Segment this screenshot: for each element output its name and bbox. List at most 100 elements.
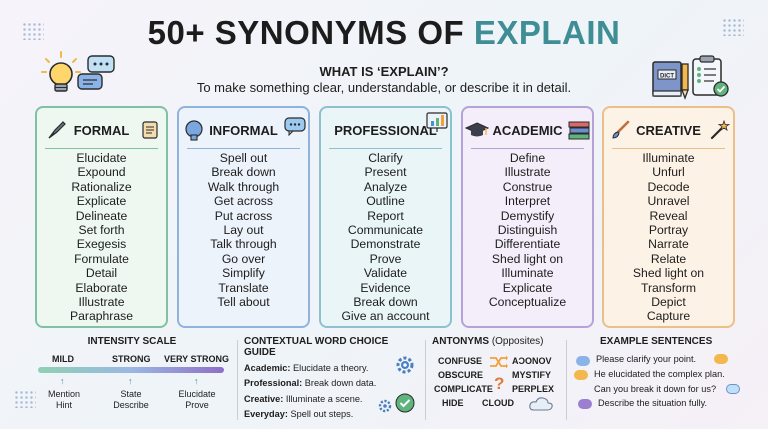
list-item: Break down <box>353 295 418 310</box>
list-item: Clarify <box>368 151 403 165</box>
guide-text: Illuminate a scene. <box>283 393 363 404</box>
arrow-up-icon: ↑ <box>194 376 199 386</box>
speech-bubble-icon <box>726 384 740 394</box>
category-title: FORMAL <box>73 123 130 138</box>
guide-row: Creative: Illuminate a scene. <box>244 392 419 407</box>
guide-label: Professional: <box>244 378 303 389</box>
pencil-icon <box>678 62 692 105</box>
list-item: Talk through <box>210 237 277 252</box>
books-icon <box>567 119 590 141</box>
speech-bubble-icon <box>574 370 588 380</box>
category-card-professional: PROFESSIONAL Clarify Present Analyze Out… <box>319 106 452 328</box>
guide-row: Academic: Elucidate a theory. <box>244 361 419 376</box>
list-item: Interpret <box>504 194 551 209</box>
list-item: Lay out <box>223 223 264 238</box>
list-item: Unravel <box>647 194 690 209</box>
title-main: 50+ SYNONYMS OF <box>147 14 474 51</box>
card-divider <box>612 148 725 149</box>
list-item: Put across <box>214 208 273 223</box>
list-item: Illustrate <box>504 165 551 180</box>
list-item: Spell out <box>219 151 268 165</box>
divider <box>425 340 426 420</box>
antonym-word: COMPLICATE <box>434 384 493 394</box>
list-item: Conceptualize <box>488 295 567 310</box>
example-word: Describe <box>113 399 149 410</box>
category-title: INFORMAL <box>209 123 278 138</box>
chart-board-icon <box>425 111 448 133</box>
lightbulb-icon <box>40 50 82 103</box>
list-item: Depict <box>651 295 686 310</box>
antonym-word: CLOUD <box>482 398 514 408</box>
category-title: PROFESSIONAL <box>334 123 437 138</box>
example-word: Prove <box>185 399 209 410</box>
list-item: Validate <box>363 266 408 281</box>
card-divider <box>471 148 584 149</box>
guide-row: Professional: Break down data. <box>244 376 419 391</box>
cloud-icon <box>528 396 554 417</box>
antonyms-title: ANTONYMS <box>432 336 490 347</box>
word-list: Elucidate Expound Rationalize Explicate … <box>37 151 166 324</box>
list-item: Rationalize <box>71 179 132 194</box>
list-item: Illustrate <box>78 295 125 310</box>
list-item: Illuminate <box>642 151 695 165</box>
list-item: Give an account <box>341 309 430 324</box>
intensity-gradient-bar <box>38 367 224 373</box>
list-item: Tell about <box>217 295 270 310</box>
antonym-word: MYSTIFY <box>512 370 552 380</box>
sentences-title: EXAMPLE SENTENCES <box>600 336 713 347</box>
guide-text: Elucidate a theory. <box>290 363 369 373</box>
category-card-creative: CREATIVE Illuminate Unfurl Decode Unrave… <box>602 106 735 328</box>
guide-label: Academic: <box>244 363 291 373</box>
decorative-dots <box>722 18 744 36</box>
list-item: Define <box>509 151 546 165</box>
list-item: Paraphrase <box>69 309 133 324</box>
list-item: Illuminate <box>501 266 554 281</box>
list-item: Unfurl <box>652 165 685 180</box>
word-list: Spell out Break down Walk through Get ac… <box>179 151 308 309</box>
title-accent: EXPLAIN <box>473 14 621 51</box>
list-item: Formulate <box>74 251 129 266</box>
guide-text: Break down data. <box>302 378 377 389</box>
arrow-up-icon: ↑ <box>128 376 133 386</box>
list-item: Portray <box>648 223 689 238</box>
list-item: Prove <box>369 251 402 266</box>
intensity-example: State Describe <box>101 389 161 410</box>
card-divider <box>187 148 300 149</box>
word-list: Clarify Present Analyze Outline Report C… <box>321 151 450 324</box>
antonyms-heading: ANTONYMS (Opposites) <box>432 336 560 347</box>
list-item: Construe <box>502 179 553 194</box>
list-item: Differentiate <box>494 237 561 252</box>
definition-text: To make something clear, understandable,… <box>196 80 572 95</box>
guide-label: Everyday: <box>244 409 288 420</box>
checkmark-icon <box>394 392 416 419</box>
intensity-title: INTENSITY SCALE <box>87 336 177 347</box>
guide-label: Creative: <box>244 393 284 404</box>
word-list: Illuminate Unfurl Decode Unravel Reveal … <box>604 151 733 324</box>
antonym-word: PERPLEX <box>512 384 555 394</box>
dictionary-book-icon: DICT <box>650 58 684 103</box>
card-divider <box>45 148 158 149</box>
level-very-strong: VERY STRONG <box>164 354 230 364</box>
category-card-academic: ACADEMIC Define Illustrate Construe Inte… <box>461 106 594 328</box>
list-item: Decode <box>647 179 690 194</box>
magic-wand-icon <box>708 119 731 141</box>
intensity-example: Elucidate Prove <box>167 389 227 410</box>
speech-bubble-icon <box>578 399 592 409</box>
list-item: Explicate <box>76 194 127 209</box>
gear-icon <box>377 398 393 419</box>
list-item: Present <box>364 165 407 180</box>
example-sentences: EXAMPLE SENTENCES Please clarify your po… <box>572 336 762 424</box>
list-item: Transform <box>640 280 697 295</box>
page-title: 50+ SYNONYMS OF EXPLAIN <box>0 14 768 52</box>
divider <box>566 340 567 420</box>
list-item: Capture <box>646 309 691 324</box>
list-item: Demonstrate <box>350 237 421 252</box>
decorative-dots <box>22 22 44 40</box>
list-item: Analyze <box>363 179 408 194</box>
list-item: Walk through <box>207 179 280 194</box>
list-item: Elaborate <box>75 280 128 295</box>
list-item: Narrate <box>648 237 689 252</box>
list-item: Elucidate <box>76 151 127 165</box>
example-word: Hint <box>55 399 72 410</box>
list-item: Explicate <box>502 280 553 295</box>
